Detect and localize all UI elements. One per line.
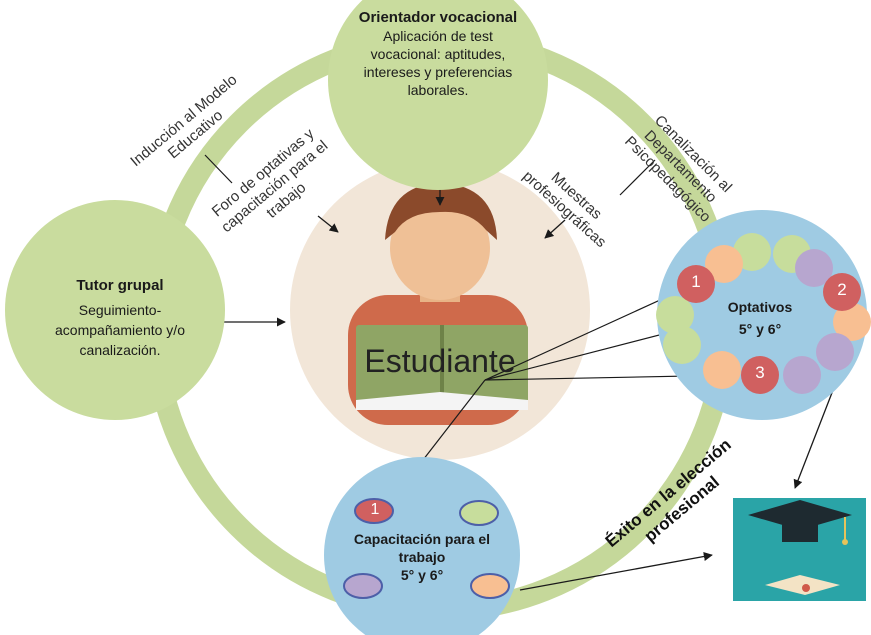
orientador-title: Orientador vocacional <box>358 9 518 26</box>
optativos-node <box>656 210 871 420</box>
student-reading-icon <box>348 183 528 425</box>
orientador-text: Orientador vocacional Aplicación de test… <box>350 9 526 99</box>
center-label: Estudiante <box>364 343 516 379</box>
tutor-body: Seguimiento-acompañamiento y/o canalizac… <box>55 302 185 358</box>
optativos-title: Optativos <box>727 299 793 315</box>
tutor-title: Tutor grupal <box>76 277 164 294</box>
optativos-text: Optativos 5° y 6° <box>700 298 820 340</box>
capacitacion-subtitle: 5° y 6° <box>400 567 444 583</box>
graduation-cap-diploma-icon <box>733 498 866 601</box>
capacitacion-badge-1: 1 <box>370 501 380 518</box>
optativo-badge-1: 1 <box>691 272 701 291</box>
optativo-badge-3: 3 <box>755 363 765 382</box>
optativo-badge-2: 2 <box>837 280 847 299</box>
tutor-node <box>5 200 225 420</box>
orientador-node <box>328 0 548 190</box>
orientador-body: Aplicación de test vocacional: aptitudes… <box>363 28 513 98</box>
capacitacion-text: Capacitación para el trabajo 5° y 6° <box>347 530 497 584</box>
capacitacion-node <box>324 457 520 635</box>
capacitacion-title: Capacitación para el trabajo <box>353 531 491 565</box>
tutor-text: Tutor grupal Seguimiento-acompañamiento … <box>40 276 200 360</box>
optativos-subtitle: 5° y 6° <box>738 321 782 337</box>
